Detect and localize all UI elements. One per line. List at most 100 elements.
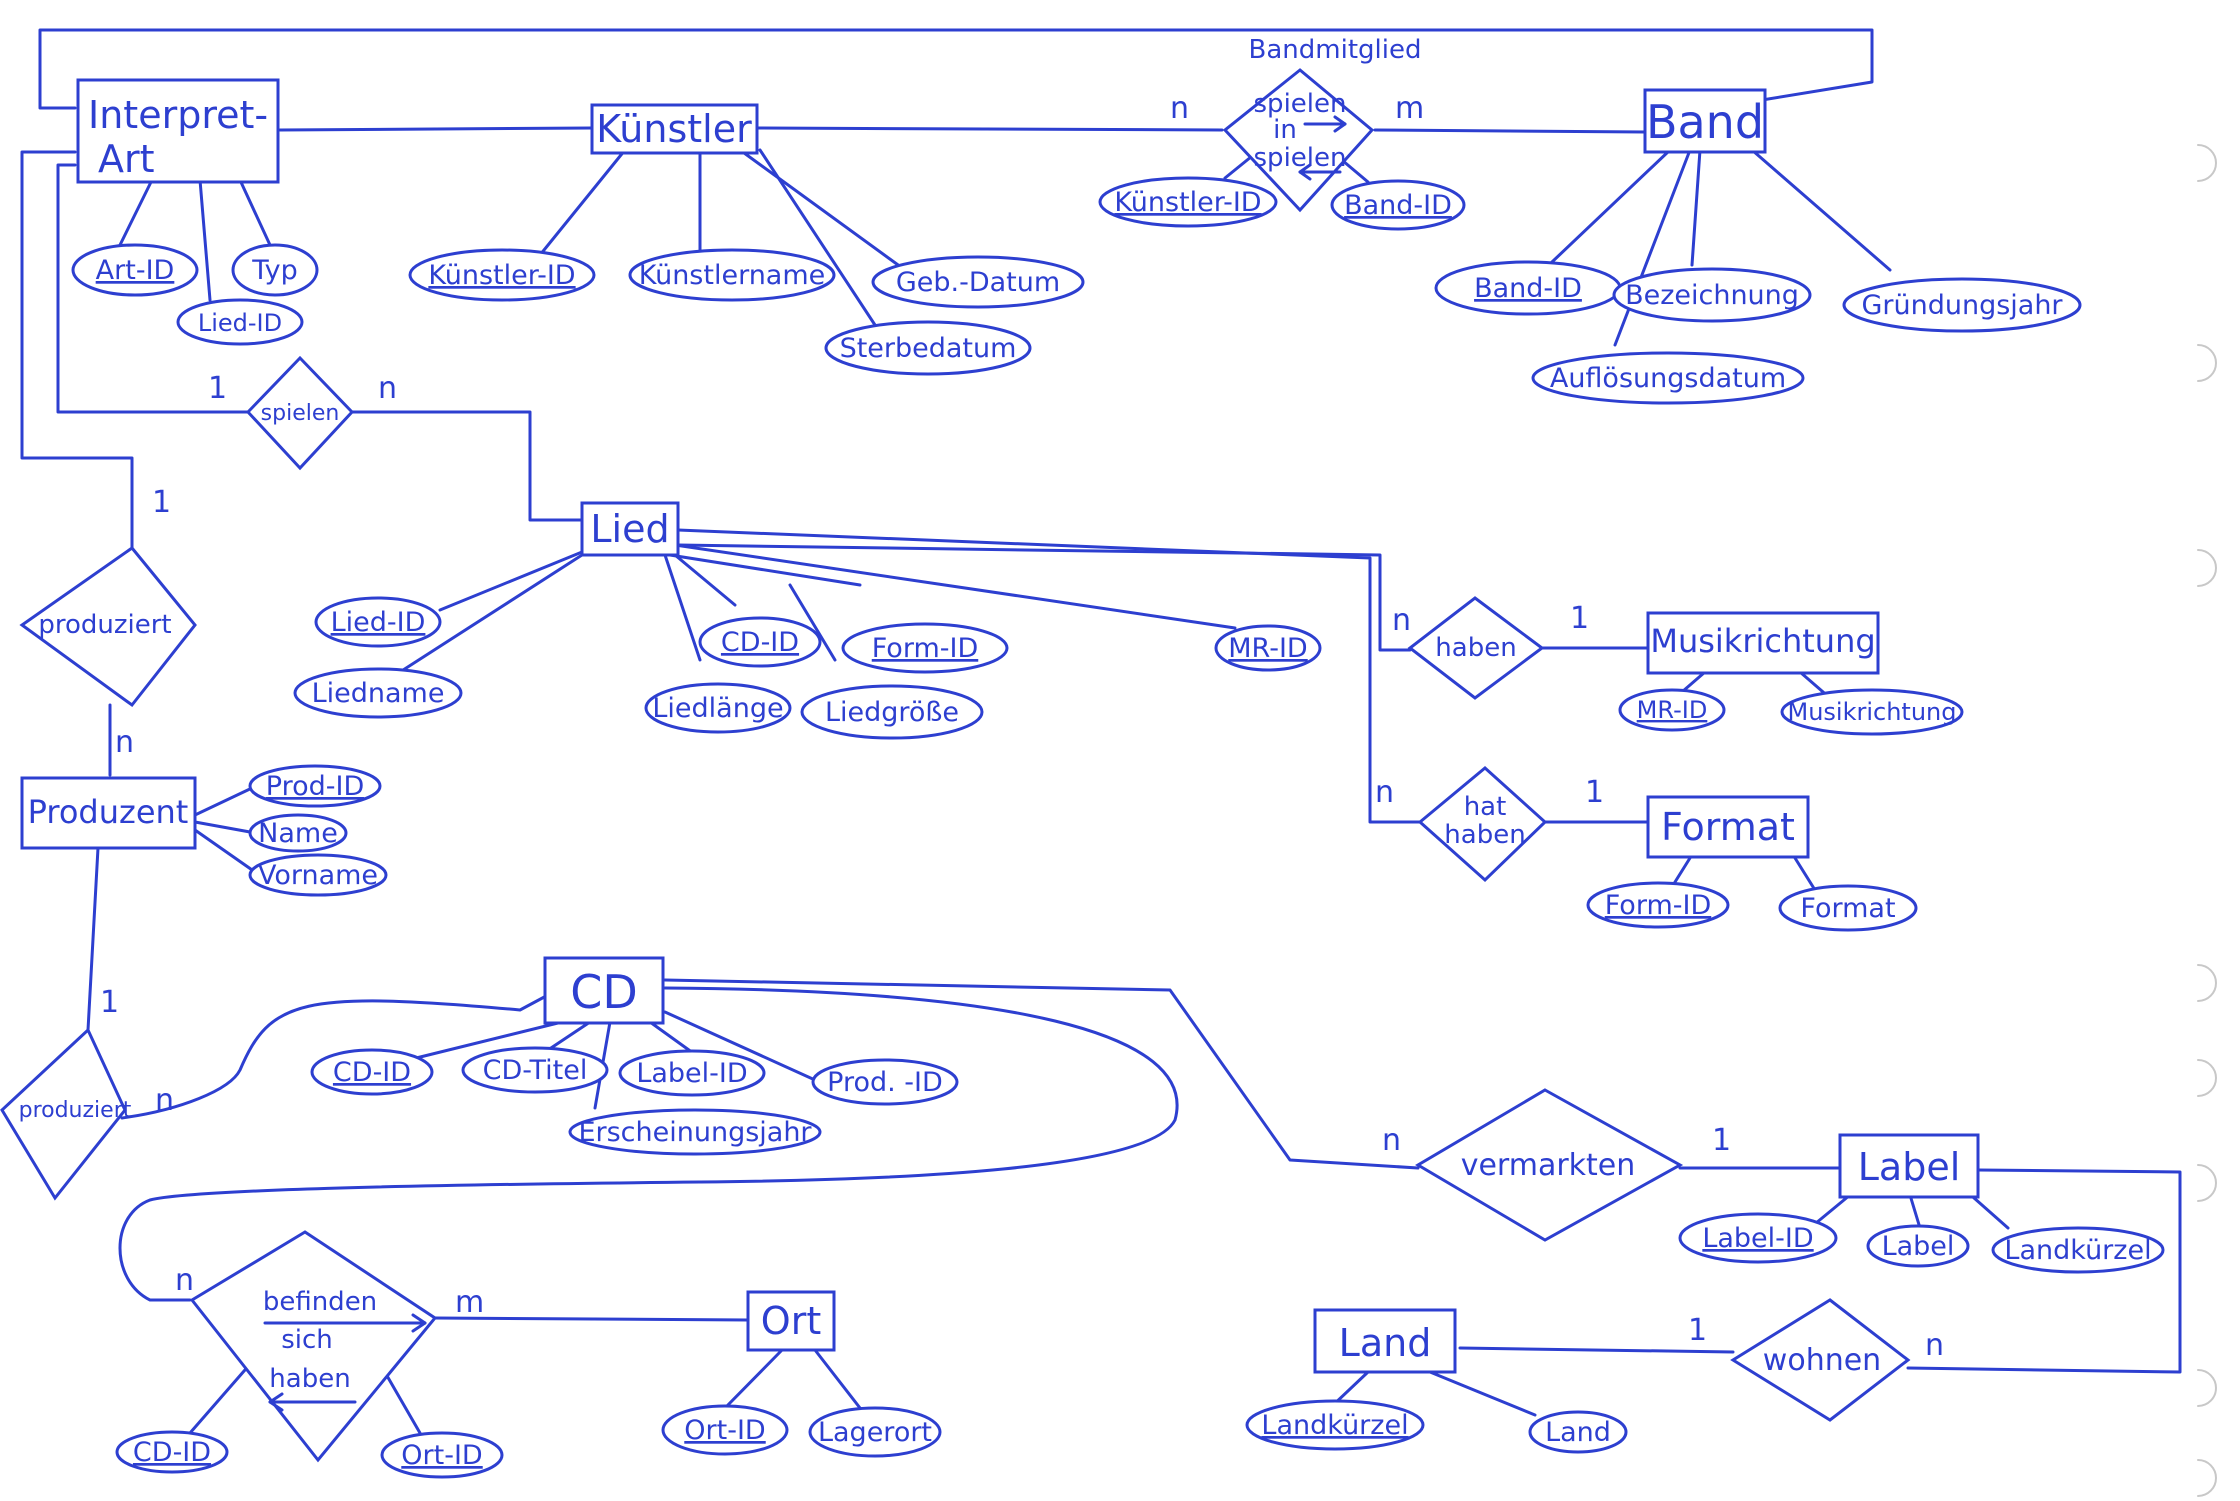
cardinality-bandmitglied-right: m [1395,91,1424,126]
svg-text:Format: Format [1800,893,1895,924]
cardinality-produziert-top: 1 [152,485,171,520]
relationship-bandmitglied-title: Bandmitglied [1249,35,1422,65]
relationship-vermarkten-label: vermarkten [1461,1148,1636,1183]
binder-holes [2197,144,2217,1497]
attribute-erscheinungsjahr: Erscheinungsjahr [568,1108,822,1156]
relationship-produziert-cd: produziert [0,1027,132,1201]
svg-text:Landkürzel: Landkürzel [2004,1235,2151,1266]
relationship-bandmitglied-line-2: in [1273,115,1297,145]
svg-text:Band-ID: Band-ID [1474,273,1582,304]
svg-text:Bezeichnung: Bezeichnung [1625,280,1799,311]
cardinality-bandmitglied-left: n [1170,91,1189,126]
attribute-bm-band-id: Band-ID [1330,179,1466,231]
cardinality-vermarkten-right: 1 [1712,1123,1731,1158]
attribute-cd-id: CD-ID [698,616,822,668]
cardinality-produziert-bottom: n [115,725,134,760]
attribute-form-id: Form-ID [841,622,1009,674]
connector-lines [20,28,2182,1435]
relationship-produziert-cd-label: produziert [19,1098,132,1123]
attribute-bm-kuenstler-id: Künstler-ID [1098,176,1278,228]
attribute-art-lied-id: Lied-ID [176,298,304,346]
entity-cd-label: CD [570,965,638,1019]
attribute-name: Name [248,813,348,853]
cardinalities: n m 1 n 1 n 1 n n 1 n 1 n 1 1 n n m [100,91,1944,1363]
relationship-befinden: befinden sich haben [189,1230,438,1463]
svg-text:Lied-ID: Lied-ID [198,309,282,337]
svg-text:Vorname: Vorname [258,860,378,891]
svg-text:CD-Titel: CD-Titel [483,1055,588,1086]
svg-text:Liedname: Liedname [312,678,445,709]
relationship-hat-haben: hat haben [1417,766,1548,883]
entity-musikrichtung: Musikrichtung [1646,611,1880,675]
attribute-typ: Typ [231,243,319,297]
relationship-befinden-line-2: sich [281,1325,333,1355]
entity-musikrichtung-label: Musikrichtung [1650,622,1875,660]
entity-format: Format [1646,795,1810,859]
svg-text:MR-ID: MR-ID [1637,696,1708,724]
svg-text:Lied-ID: Lied-ID [331,607,426,638]
cardinality-wohnen-left: 1 [1688,1313,1707,1348]
arrow-right-icon-head [1333,115,1347,133]
attribute-sterbedatum: Sterbedatum [824,320,1032,376]
attribute-aufloesungsdatum: Auflösungsdatum [1531,351,1805,405]
svg-text:CD-ID: CD-ID [721,627,799,658]
relationship-hat-haben-line-2: haben [1444,820,1525,850]
entity-produzent-label: Produzent [28,793,189,831]
cardinality-hat-right: 1 [1585,775,1604,810]
svg-text:MR-ID: MR-ID [1228,633,1307,664]
svg-text:Form-ID: Form-ID [872,633,979,664]
svg-text:Ort-ID: Ort-ID [401,1440,482,1471]
relationship-wohnen-label: wohnen [1763,1343,1881,1378]
attribute-mr-mr-id: MR-ID [1618,688,1726,732]
attribute-geb-datum: Geb.-Datum [871,255,1085,309]
cardinality-produziert2-top: 1 [100,985,119,1020]
svg-text:Künstler-ID: Künstler-ID [428,260,575,291]
entity-format-label: Format [1661,805,1795,849]
attribute-bs-cd-id: CD-ID [115,1430,229,1474]
svg-text:Geb.-Datum: Geb.-Datum [896,267,1060,298]
svg-text:Ort-ID: Ort-ID [684,1415,765,1446]
cardinality-befinden-left: n [175,1263,194,1298]
svg-text:CD-ID: CD-ID [133,1437,211,1468]
svg-text:Landkürzel: Landkürzel [1261,1410,1408,1441]
svg-text:Lagerort: Lagerort [818,1417,932,1448]
arrow-left-icon-head [268,1392,284,1412]
relationship-bandmitglied-line-1: spielen [1254,89,1347,119]
attribute-liedname: Liedname [293,667,463,719]
svg-text:Label-ID: Label-ID [636,1058,747,1089]
relationship-bandmitglied: spielen in spielen [1222,68,1375,213]
entity-land-label: Land [1339,1321,1432,1365]
entity-lied-label: Lied [590,507,669,551]
entity-band-label: Band [1646,95,1764,149]
attribute-kuenstler-id: Künstler-ID [408,248,596,302]
relationship-haben: haben [1407,596,1545,700]
attribute-art-id: Art-ID [71,243,199,297]
entity-land: Land [1313,1308,1457,1374]
entity-label-label: Label [1858,1145,1961,1189]
relationship-bandmitglied-line-3: spielen [1254,143,1347,173]
svg-text:Label: Label [1882,1231,1955,1262]
svg-text:Band-ID: Band-ID [1344,190,1452,221]
entity-interpret-art: Interpret- Art [76,78,280,184]
attribute-liedgroesse: Liedgröße [800,684,984,740]
cardinality-haben-left: n [1392,603,1411,638]
attribute-ort-id: Ort-ID [661,1404,789,1456]
attribute-bezeichnung: Bezeichnung [1612,267,1812,323]
cardinality-haben-right: 1 [1570,601,1589,636]
relationship-spielen-label: spielen [261,401,340,426]
attribute-label: Label [1866,1224,1970,1268]
svg-text:Form-ID: Form-ID [1605,890,1712,921]
cardinality-befinden-right: m [455,1285,484,1320]
svg-text:Erscheinungsjahr: Erscheinungsjahr [578,1117,812,1148]
relationship-haben-label: haben [1435,633,1516,663]
svg-text:Art-ID: Art-ID [96,255,175,286]
svg-text:Name: Name [258,818,338,849]
entity-band: Band [1643,88,1767,154]
svg-text:Künstler-ID: Künstler-ID [1114,187,1261,218]
entity-kuenstler-label: Künstler [596,107,752,151]
arrow-left-icon-head [1298,163,1312,181]
attribute-land: Land [1528,1410,1628,1454]
attribute-musikrichtung: Musikrichtung [1780,688,1964,736]
attribute-cd-prod-id: Prod. -ID [811,1058,959,1106]
